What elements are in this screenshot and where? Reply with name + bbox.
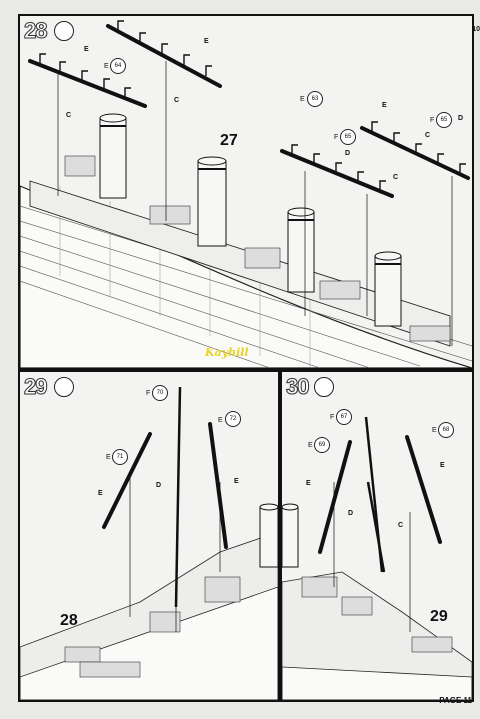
part-flag: D: [348, 510, 354, 517]
part-flag: C: [425, 132, 431, 139]
callout-number: 27: [220, 132, 238, 149]
part-letter: E: [218, 417, 223, 424]
part-flag: D: [156, 482, 162, 489]
part-letter: F: [330, 414, 335, 421]
watermark: Kayhill: [205, 346, 249, 359]
part-flag: E: [204, 38, 209, 45]
part-number-circle: 65: [436, 112, 452, 128]
step-29-panel: 29 28 F 70 E 72 E 71 D E E: [18, 370, 280, 702]
part-flag: E: [440, 462, 445, 469]
part-number-circle: 70: [152, 385, 168, 401]
part-letter: E: [104, 63, 109, 70]
step-number: 29: [23, 374, 48, 400]
step-30-drawing: [282, 416, 472, 700]
step-number: 28: [23, 18, 48, 44]
part-flag: C: [398, 522, 404, 529]
part-flag: E: [382, 102, 387, 109]
part-flag: C: [393, 174, 399, 181]
part-letter: E: [106, 454, 111, 461]
part-flag: E: [234, 478, 239, 485]
part-number-circle: 68: [438, 422, 454, 438]
part-flag: C: [66, 112, 72, 119]
part-letter: E: [300, 96, 305, 103]
callout-number: 28: [60, 612, 78, 629]
step-30-panel: 30 29 F 67 E 69 E 68 E E D C: [280, 370, 474, 702]
part-number-circle: 71: [112, 449, 128, 465]
part-flag: C: [174, 97, 180, 104]
part-flag: D: [345, 150, 351, 157]
part-number-circle: 72: [225, 411, 241, 427]
part-number-circle: 65: [340, 129, 356, 145]
glue-icon: [54, 377, 74, 397]
part-letter: F: [146, 390, 151, 397]
part-number-circle: 67: [336, 409, 352, 425]
part-flag: E: [98, 490, 103, 497]
part-letter: E: [308, 442, 313, 449]
part-letter: F: [334, 134, 339, 141]
step-28-drawing: [20, 20, 472, 368]
page-number: PAGE 11: [439, 696, 472, 705]
glue-icon: [314, 377, 334, 397]
step-number: 30: [285, 374, 310, 400]
part-flag: E: [84, 46, 89, 53]
part-letter: F: [430, 117, 435, 124]
part-number-circle: 63: [307, 91, 323, 107]
step-29-drawing: [20, 386, 278, 700]
part-number-circle: 64: [110, 58, 126, 74]
part-flag: E: [306, 480, 311, 487]
glue-icon: [54, 21, 74, 41]
part-number-circle: 69: [314, 437, 330, 453]
part-flag: D: [458, 115, 464, 122]
part-letter: E: [432, 427, 437, 434]
step-28-panel: 28 27 E 64 E 63 F 65 F 65 E E C C E D C …: [18, 14, 474, 370]
callout-number: 29: [430, 608, 448, 625]
